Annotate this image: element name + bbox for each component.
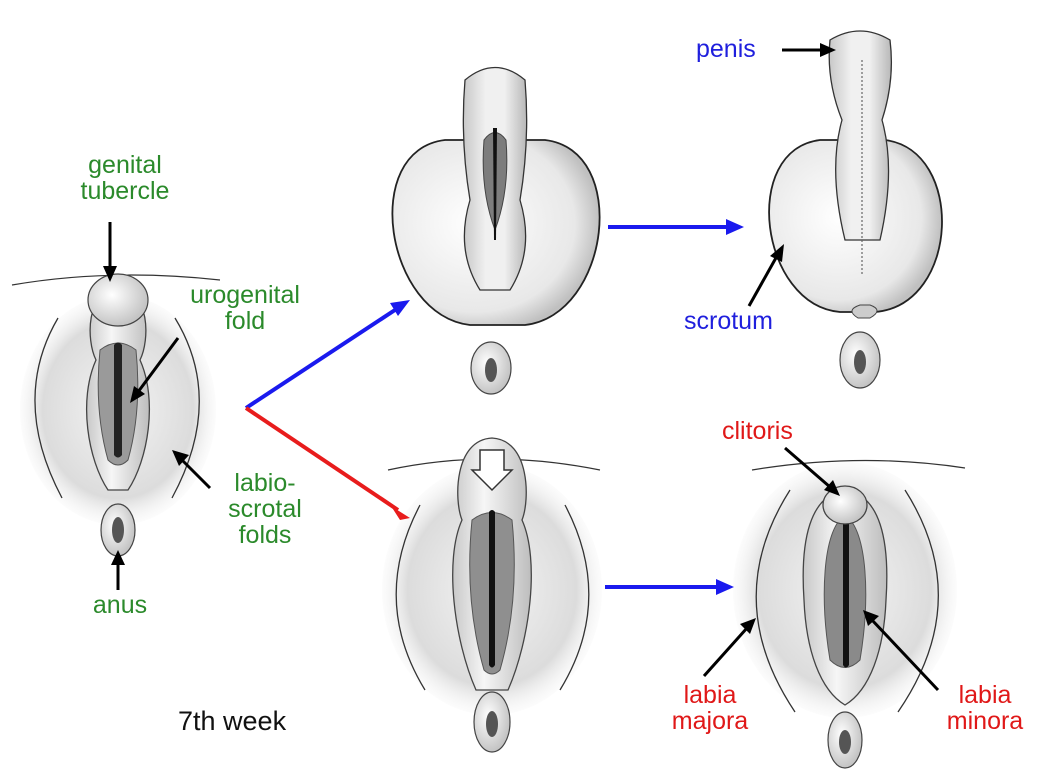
labioscrotal-pointer xyxy=(180,458,212,490)
urogenital-fold-line-1: urogenital xyxy=(190,281,300,309)
female-intermediate-drawing xyxy=(382,437,602,753)
labia-majora-label: labia majora xyxy=(660,682,760,734)
scrotum-pointer xyxy=(747,255,779,307)
genital-tubercle-label: genital tubercle xyxy=(55,152,195,204)
labia-minora-line-2: minora xyxy=(946,707,1024,735)
female-final-drawing xyxy=(733,459,966,769)
male-pathway-arrow xyxy=(244,300,410,410)
labia-majora-line-1: labia xyxy=(683,681,737,709)
labia-minora-label: labia minora xyxy=(930,682,1040,734)
labioscrotal-line-2: scrotal xyxy=(228,495,302,523)
genital-tubercle-line-2: tubercle xyxy=(80,177,170,205)
urogenital-fold-line-2: fold xyxy=(224,307,266,335)
scrotum-label: scrotum xyxy=(684,307,773,335)
urogenital-fold-pointer xyxy=(136,337,180,393)
pointer-arrows xyxy=(103,43,940,692)
male-progression-arrow xyxy=(608,219,744,235)
clitoris-pointer xyxy=(784,446,831,489)
labioscrotal-line-3: folds xyxy=(238,521,292,549)
female-pathway-arrow xyxy=(244,406,410,520)
male-intermediate-drawing xyxy=(391,67,601,395)
anus-label: anus xyxy=(92,591,148,619)
labia-majora-pointer xyxy=(702,626,749,678)
penis-label: penis xyxy=(696,35,756,63)
urogenital-fold-label: urogenital fold xyxy=(155,282,335,334)
labia-majora-line-2: majora xyxy=(671,707,749,735)
labia-minora-line-1: labia xyxy=(958,681,1012,709)
labioscrotal-line-1: labio- xyxy=(234,469,296,497)
week-label: 7th week xyxy=(178,706,287,736)
male-final-drawing xyxy=(768,30,943,389)
female-progression-arrow xyxy=(605,579,734,595)
labia-minora-pointer xyxy=(870,618,940,692)
genital-tubercle-line-1: genital xyxy=(88,151,162,179)
labioscrotal-folds-label: labio- scrotal folds xyxy=(210,470,320,548)
clitoris-label: clitoris xyxy=(722,417,793,445)
